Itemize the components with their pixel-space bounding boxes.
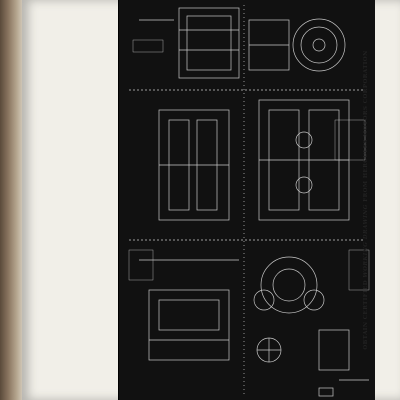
blueprint-linework bbox=[128, 5, 370, 397]
caption-suffix: FROM HERCULES MOTORS CORPORATION bbox=[363, 50, 369, 205]
book-spine-shadow bbox=[0, 0, 24, 400]
book-page bbox=[22, 0, 400, 400]
caption-emphasis: WORKING DRAWING bbox=[363, 204, 369, 278]
top-engine-view bbox=[178, 7, 240, 79]
page-caption: OBTAIN CERTIFIED WORKING DRAWING FROM HE… bbox=[363, 20, 369, 380]
flywheel-view bbox=[292, 18, 346, 72]
gear-train-view bbox=[260, 256, 318, 314]
caption-prefix: OBTAIN CERTIFIED bbox=[363, 277, 369, 350]
end-engine-view bbox=[148, 289, 230, 361]
engine-blueprint-drawing bbox=[118, 0, 375, 400]
